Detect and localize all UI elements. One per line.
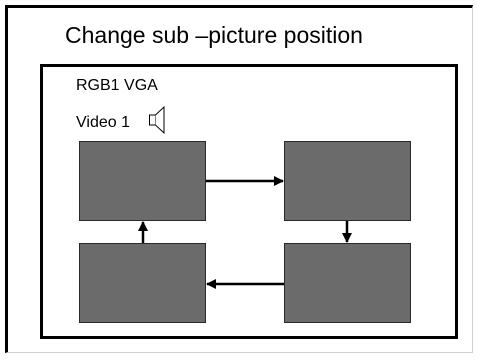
screen-frame [40, 64, 458, 339]
slide-title: Change sub –picture position [65, 22, 363, 48]
audio-source-label: Video 1 [76, 114, 130, 131]
pip-position-bottom-left [79, 243, 206, 323]
pip-position-top-right [284, 141, 411, 221]
speaker-icon [149, 105, 165, 135]
main-source-label: RGB1 VGA [76, 77, 158, 94]
pip-position-bottom-right [284, 243, 411, 323]
pip-position-top-left [79, 141, 206, 221]
